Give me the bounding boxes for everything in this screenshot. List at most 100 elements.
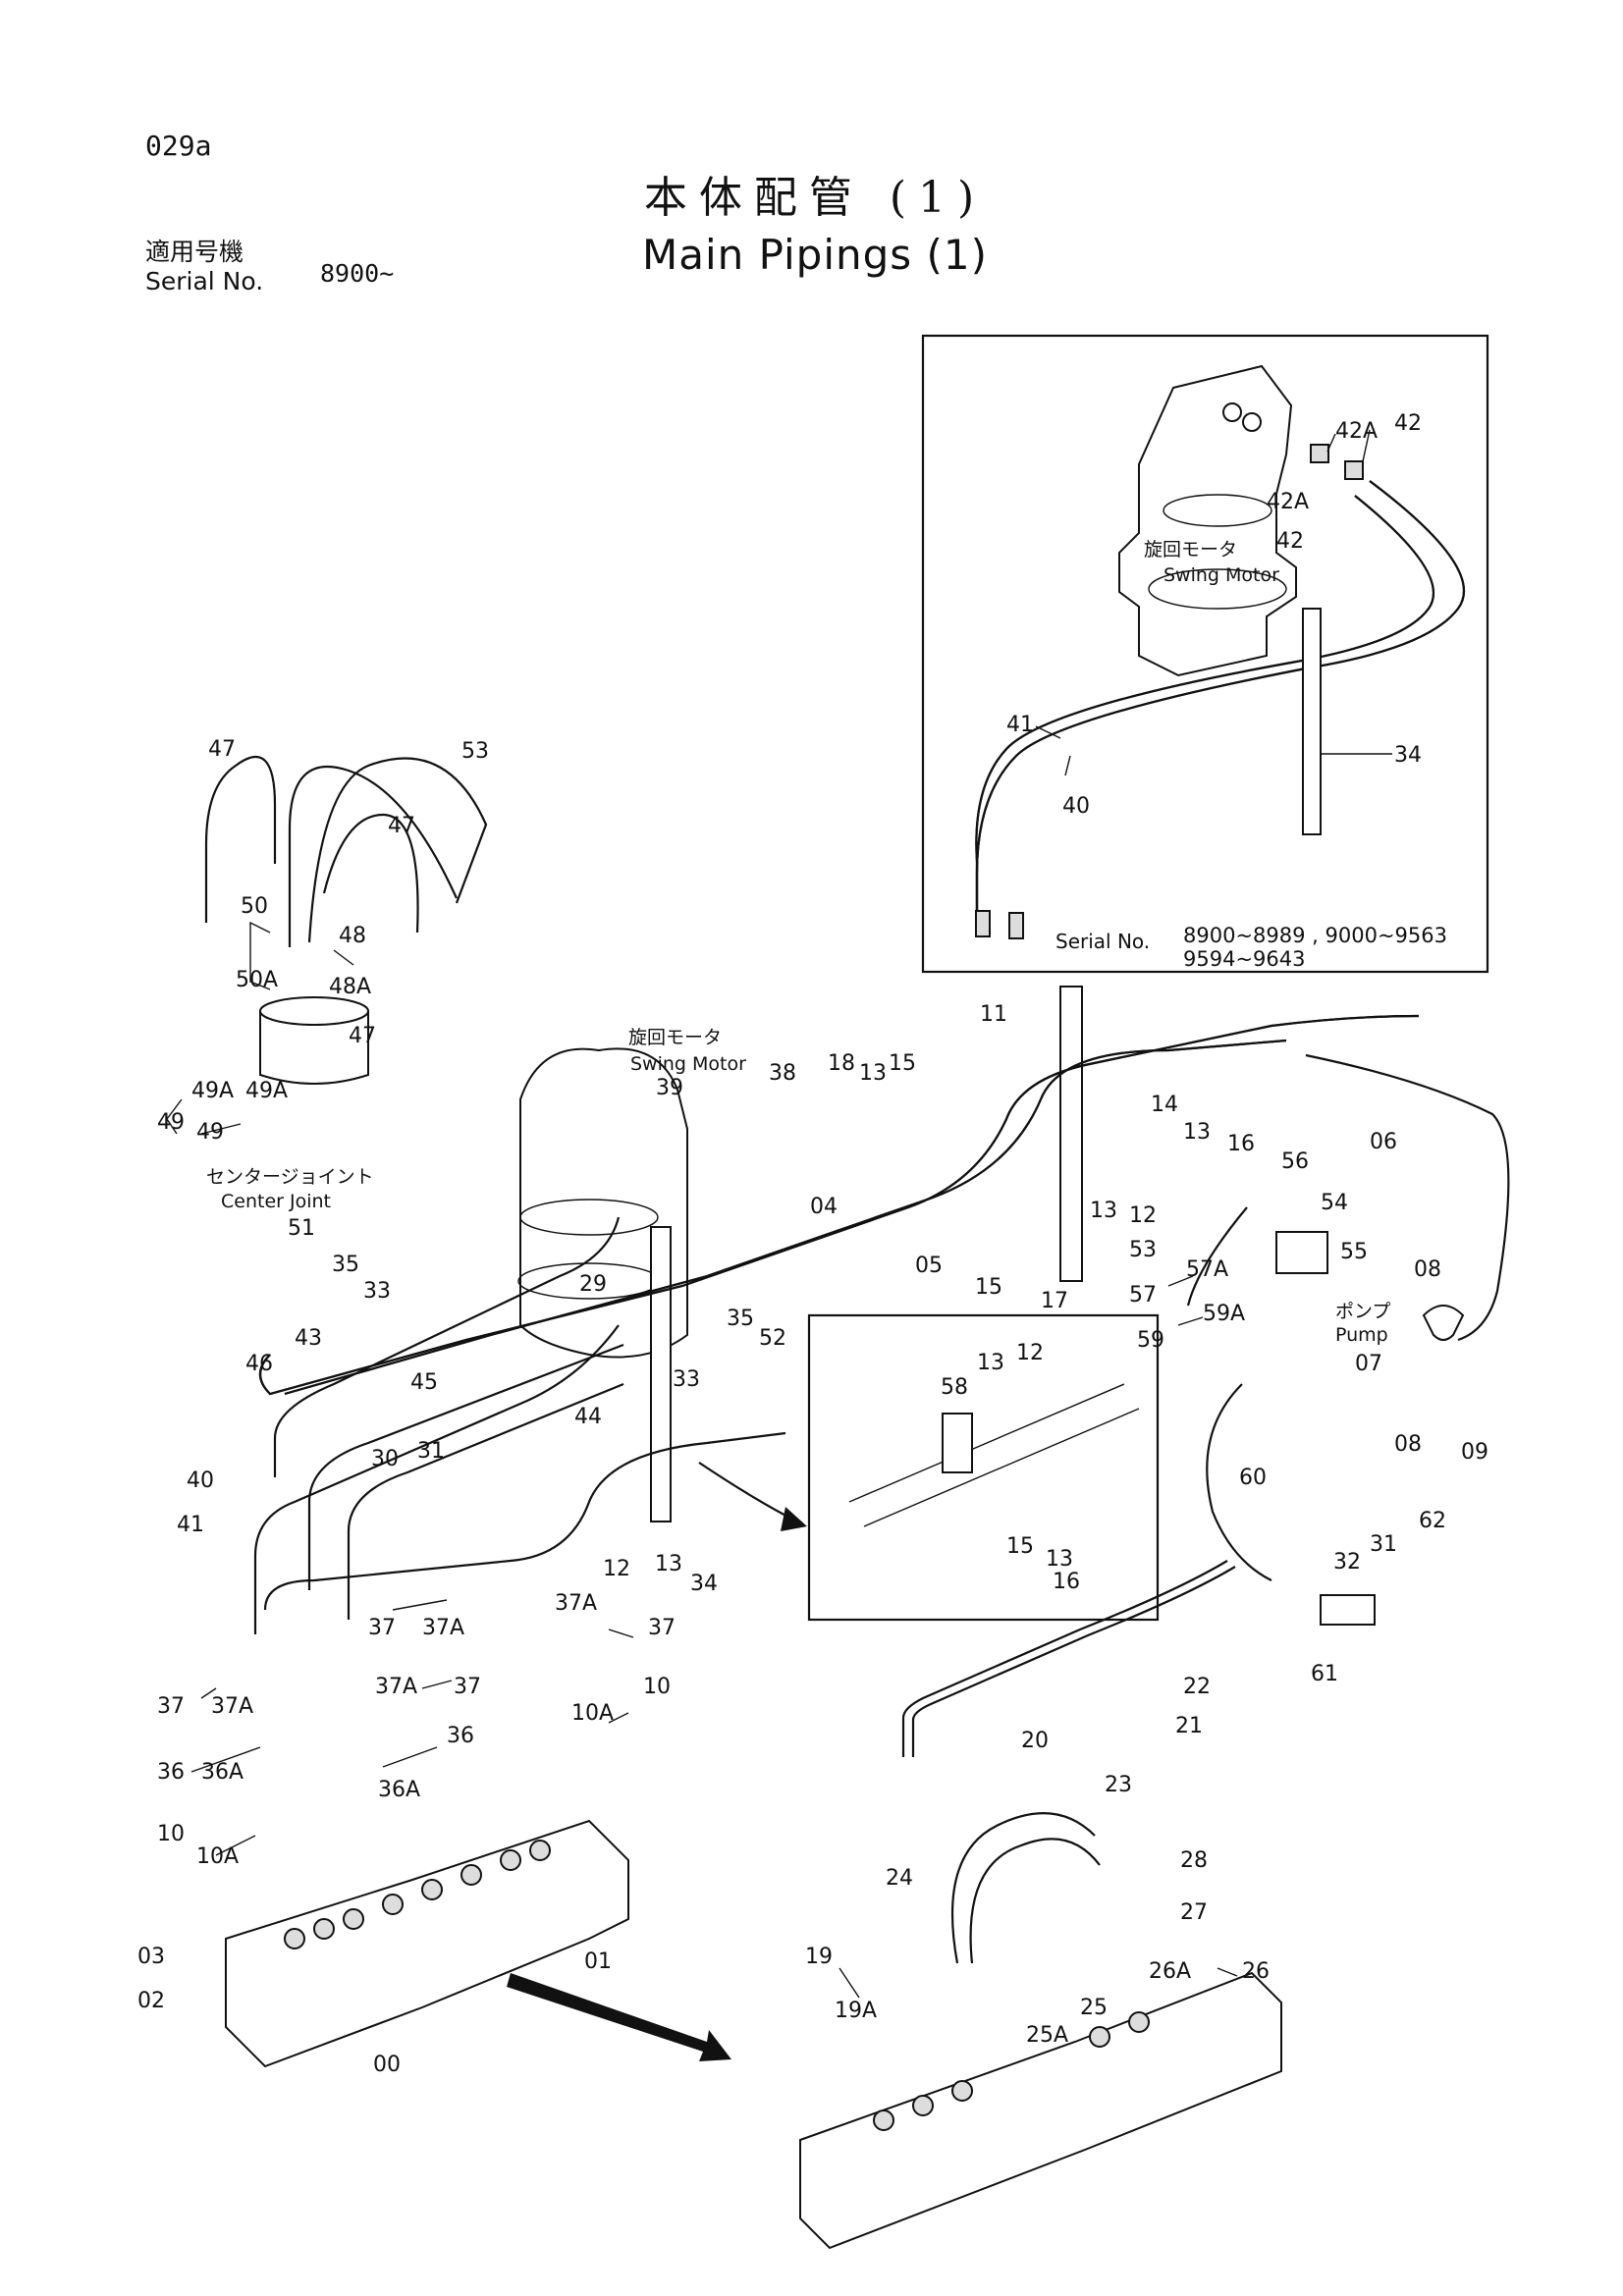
callout-26A: 26A (1149, 1959, 1191, 1984)
callout-41-main: 41 (177, 1513, 204, 1537)
callout-27: 27 (1180, 1900, 1208, 1925)
page-code: 029a (145, 130, 212, 162)
callout-19: 19 (805, 1945, 833, 1969)
callout-36A-b: 36A (201, 1760, 243, 1785)
callout-13-top: 13 (859, 1061, 887, 1086)
callout-19A: 19A (835, 1999, 877, 2023)
callout-33-right: 33 (673, 1367, 700, 1392)
callout-50: 50 (241, 894, 268, 919)
center-joint-label-en: Center Joint (221, 1191, 331, 1212)
pump-label-en: Pump (1335, 1324, 1388, 1346)
control-valve-upper-drawing (225, 1819, 629, 2068)
callout-41-inset: 41 (1006, 713, 1034, 737)
callout-13-detail-bottom: 13 (1046, 1547, 1073, 1572)
callout-61: 61 (1311, 1662, 1338, 1686)
callout-34-main: 34 (690, 1572, 718, 1596)
callout-36-a: 36 (447, 1724, 474, 1748)
serial-label-japanese: 適用号機 (145, 238, 244, 266)
callout-38: 38 (769, 1061, 796, 1086)
callout-37A-b: 37A (555, 1591, 597, 1616)
inset-swing-motor-drawing (1118, 364, 1364, 677)
callout-59A: 59A (1203, 1302, 1245, 1326)
callout-02: 02 (137, 1989, 165, 2013)
callout-26: 26 (1242, 1959, 1270, 1984)
callout-09: 09 (1461, 1440, 1488, 1465)
callout-34-inset: 34 (1394, 743, 1422, 768)
callout-32: 32 (1333, 1550, 1361, 1575)
callout-51: 51 (288, 1216, 315, 1241)
callout-56: 56 (1281, 1149, 1309, 1174)
callout-05: 05 (915, 1254, 943, 1278)
callout-17: 17 (1041, 1289, 1068, 1313)
callout-29: 29 (579, 1272, 607, 1297)
callout-42A-inset-lower: 42A (1267, 490, 1309, 514)
callout-47-top-left: 47 (208, 737, 236, 762)
callout-57A: 57A (1186, 1257, 1228, 1282)
callout-49A-right: 49A (245, 1079, 288, 1103)
callout-47-middle: 47 (388, 814, 415, 838)
callout-16-right: 16 (1227, 1132, 1255, 1156)
inset-serial-line-2: 9594~9643 (1183, 947, 1305, 971)
leader-lines (166, 921, 1238, 1999)
callout-08-bottom: 08 (1394, 1432, 1422, 1457)
callout-07: 07 (1355, 1352, 1382, 1376)
callout-55: 55 (1340, 1240, 1368, 1264)
callout-08-top: 08 (1414, 1257, 1441, 1282)
callout-37A-c: 37A (211, 1694, 253, 1719)
callout-18: 18 (828, 1051, 855, 1076)
control-valve-lower-drawing (799, 1971, 1282, 2250)
callout-04: 04 (810, 1195, 838, 1219)
serial-block: 適用号機 Serial No. 8900~ (145, 238, 394, 296)
callout-35-right: 35 (727, 1307, 754, 1331)
callout-40-inset: 40 (1062, 794, 1090, 819)
callout-47-lower: 47 (349, 1024, 376, 1048)
callout-22: 22 (1183, 1675, 1211, 1699)
callout-58-detail: 58 (941, 1375, 968, 1400)
serial-label-english: Serial No. (145, 267, 264, 295)
callout-24: 24 (886, 1866, 913, 1891)
callout-00: 00 (373, 2053, 401, 2077)
callout-36-b: 36 (157, 1760, 185, 1785)
callout-03: 03 (137, 1945, 165, 1969)
callout-42-inset-lower: 42 (1276, 529, 1304, 554)
callout-01: 01 (584, 1949, 612, 1974)
callout-31-left: 31 (417, 1439, 445, 1464)
inset-swing-motor-view (921, 334, 1489, 974)
callout-62: 62 (1419, 1509, 1446, 1533)
callout-42-inset: 42 (1394, 411, 1422, 436)
callout-48A: 48A (329, 975, 371, 999)
page-title-english: Main Pipings (1) (641, 231, 989, 279)
callout-33-left: 33 (363, 1279, 391, 1304)
callout-50A: 50A (236, 968, 278, 992)
callout-37-a: 37 (368, 1616, 396, 1640)
callout-13-middle: 13 (1090, 1199, 1117, 1223)
callout-21: 21 (1175, 1714, 1203, 1738)
callout-20: 20 (1021, 1729, 1049, 1753)
callout-45: 45 (410, 1370, 438, 1395)
callout-48: 48 (339, 924, 366, 948)
callout-15-middle: 15 (975, 1275, 1002, 1300)
center-joint-label-jp: センタージョイント (206, 1166, 374, 1188)
swing-motor-label-jp: 旋回モータ (628, 1027, 722, 1048)
callout-12-middle: 12 (1129, 1203, 1157, 1228)
callout-53-middle: 53 (1129, 1238, 1157, 1262)
callout-31-right: 31 (1370, 1532, 1397, 1557)
callout-59: 59 (1137, 1328, 1164, 1353)
callout-23: 23 (1105, 1773, 1132, 1797)
main-assembly-drawing (204, 755, 1510, 2250)
callout-44: 44 (574, 1405, 602, 1429)
callout-25A: 25A (1026, 2023, 1068, 2048)
callout-49A-left: 49A (191, 1079, 234, 1103)
callout-35-left: 35 (332, 1253, 359, 1277)
callout-13-right: 13 (1183, 1120, 1211, 1145)
callout-40-main: 40 (187, 1468, 214, 1493)
callout-43: 43 (295, 1326, 322, 1351)
callout-53-top: 53 (461, 739, 489, 764)
callout-15-detail: 15 (1006, 1534, 1034, 1559)
callout-37A-d: 37A (375, 1675, 417, 1699)
main-callouts: 47 53 47 50 50A 48 48A 47 49A 49 49 49A … (137, 737, 1488, 2077)
callout-25: 25 (1080, 1996, 1108, 2020)
callout-42A-inset: 42A (1335, 419, 1378, 444)
callout-06: 06 (1370, 1130, 1397, 1154)
